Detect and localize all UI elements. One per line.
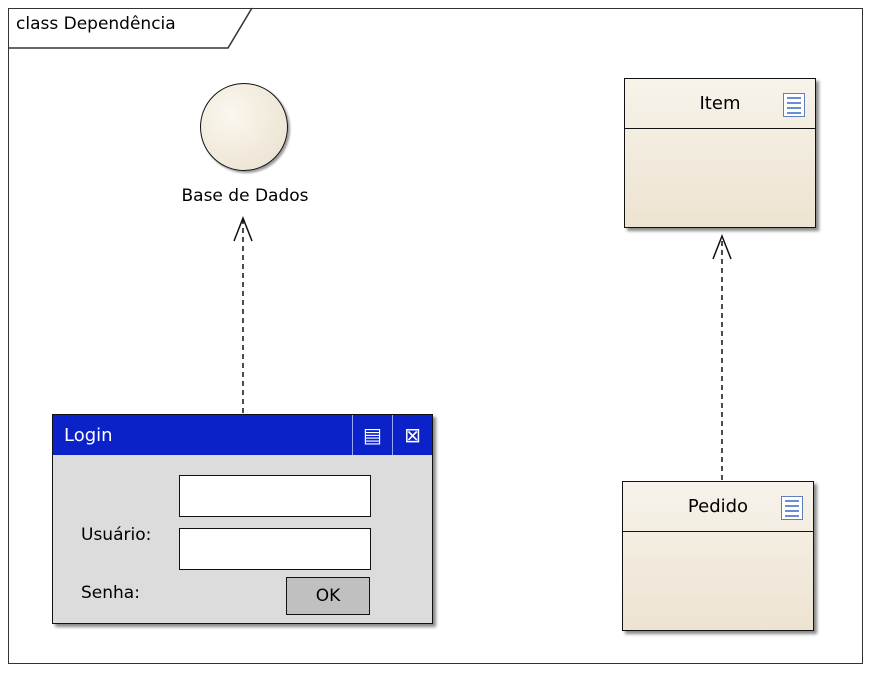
senha-input[interactable] [179, 528, 371, 570]
table-icon [783, 93, 805, 117]
close-icon[interactable]: ⊠ [392, 415, 432, 455]
login-titlebar: Login ▤ ⊠ [53, 415, 432, 455]
class-item-name: Item [699, 93, 741, 114]
frame-tab [8, 7, 253, 49]
entity-label: Base de Dados [181, 186, 309, 206]
class-item-header: Item [625, 79, 815, 129]
dependency-arrowhead-database [233, 215, 253, 242]
diagram-frame [8, 8, 863, 664]
dependency-arrowhead-item [712, 233, 732, 260]
usuario-label: Usuário: [81, 525, 152, 545]
class-pedido-name: Pedido [687, 496, 749, 517]
login-window[interactable]: Login ▤ ⊠ Usuário: Senha: OK [52, 414, 433, 624]
senha-label: Senha: [81, 583, 140, 603]
usuario-input[interactable] [179, 475, 371, 517]
table-icon [781, 496, 803, 520]
class-pedido[interactable]: Pedido [622, 481, 814, 631]
login-title: Login [64, 424, 113, 446]
frame-label: class Dependência [16, 14, 176, 34]
class-pedido-header: Pedido [623, 482, 813, 532]
ok-button[interactable]: OK [286, 577, 370, 615]
entity-circle[interactable] [200, 83, 288, 171]
minimize-icon[interactable]: ▤ [352, 415, 392, 455]
class-item[interactable]: Item [624, 78, 816, 228]
